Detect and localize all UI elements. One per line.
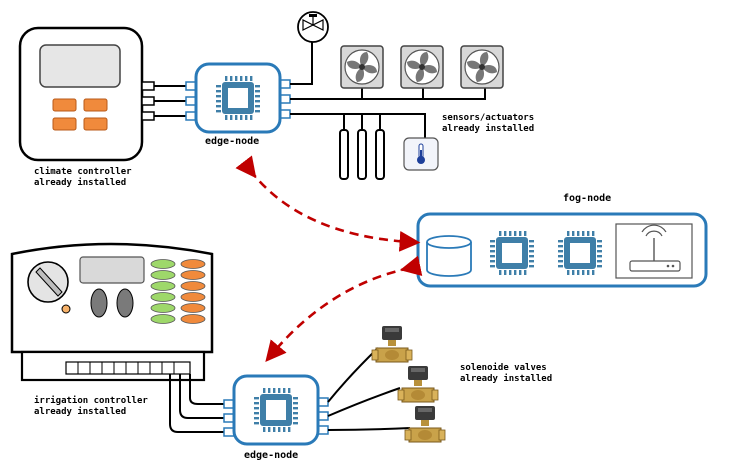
irrigation-controller-label-line2: already installed [34, 407, 127, 417]
edge-node-bottom [223, 374, 329, 446]
fan-icon [340, 45, 384, 89]
edge-node-top [185, 62, 291, 134]
connection-arrows [235, 155, 423, 362]
climate-controller-label-line1: climate controller [34, 167, 132, 177]
solenoid-valve-icon [397, 365, 439, 403]
climate-controller [18, 26, 155, 162]
thermometer-icon [403, 137, 439, 171]
climate-connections [154, 85, 186, 117]
valve-symbol-icon [297, 11, 329, 43]
sensor-probe-icon [339, 129, 385, 180]
irrigation-controller [10, 242, 214, 382]
climate-controller-label-line2: already installed [34, 178, 127, 188]
fog-node-label: fog-node [563, 193, 612, 204]
edge-node-top-label: edge-node [205, 136, 260, 147]
fog-node [416, 212, 708, 288]
irrigation-controller-label-line1: irrigation controller [34, 396, 148, 406]
sensors-label-line1: sensors/actuators [442, 113, 535, 123]
edge-node-bottom-label: edge-node [244, 450, 299, 461]
router-icon [615, 223, 693, 279]
sensors-label-line2: already installed [442, 124, 535, 134]
fan-icon [400, 45, 444, 89]
valves-label-line2: already installed [460, 374, 553, 384]
database-icon [426, 235, 472, 277]
solenoid-valve-icon [404, 405, 446, 443]
solenoid-valve-icon [371, 325, 413, 363]
fan-icon [460, 45, 504, 89]
valves-label-line1: solenoide valves [460, 363, 547, 373]
irrigation-connections [169, 374, 224, 433]
